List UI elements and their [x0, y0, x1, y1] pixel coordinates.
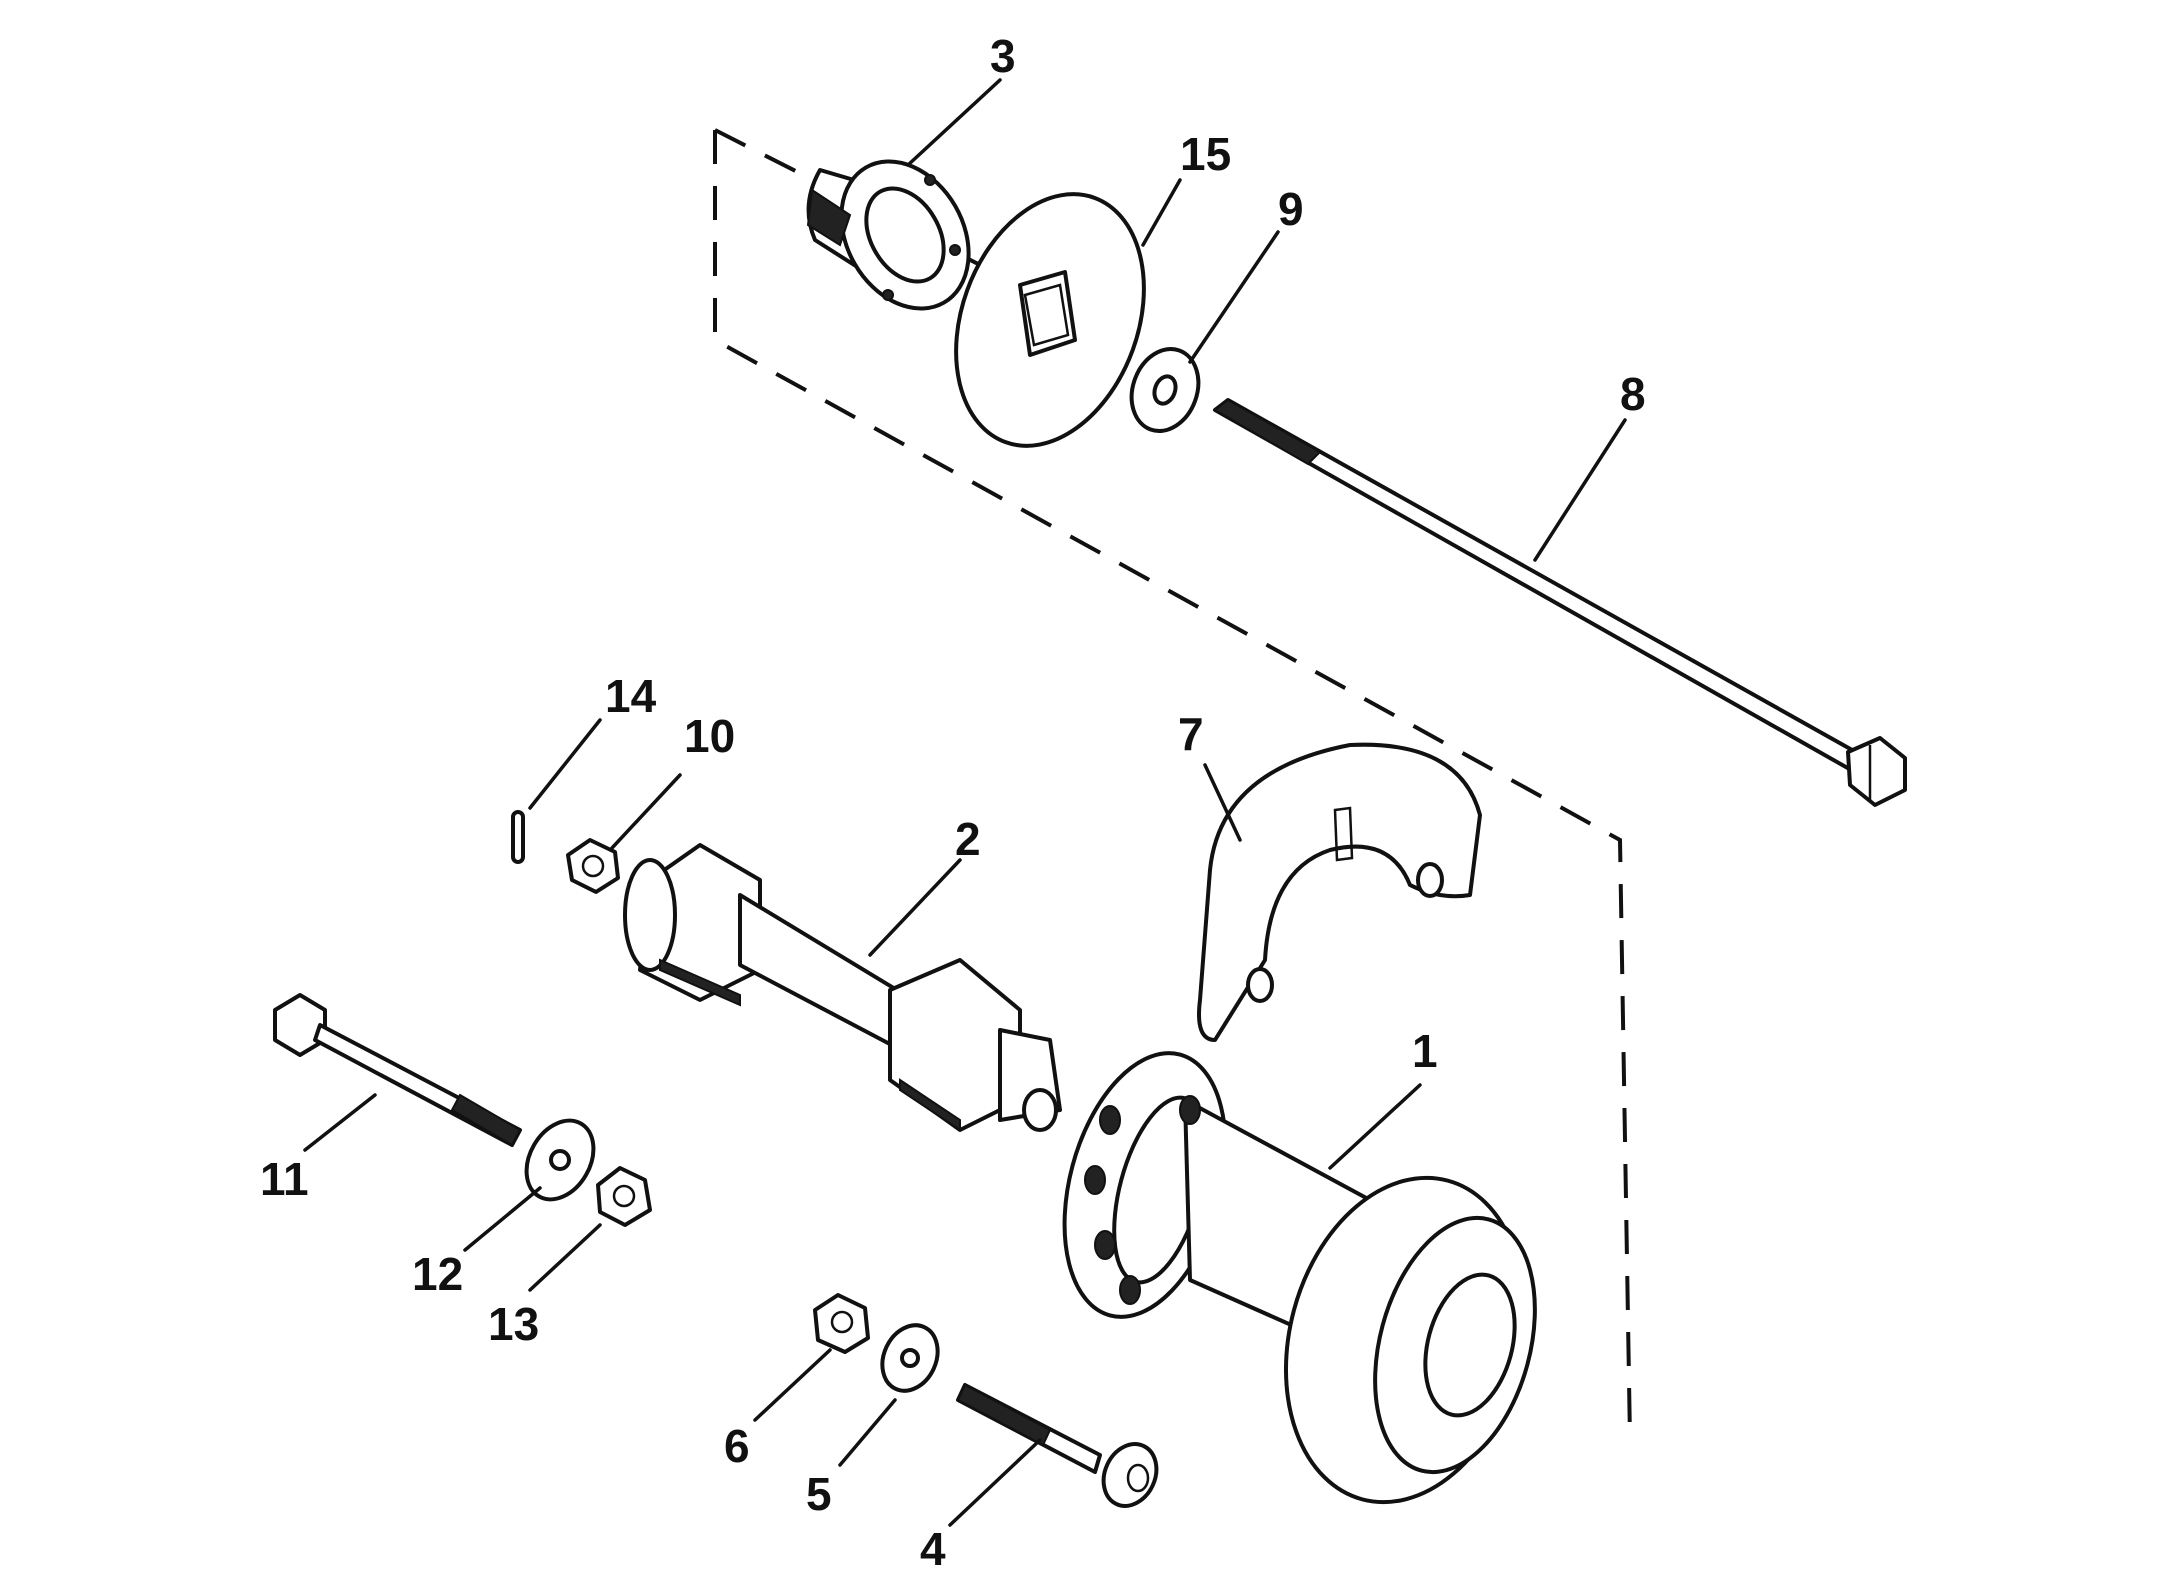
callout-12: 12: [412, 1248, 463, 1300]
leader-3: [906, 78, 1002, 167]
callout-6: 6: [724, 1420, 750, 1472]
part-6-nut: [813, 1293, 870, 1354]
leader-10: [610, 773, 682, 850]
callout-labels: 1 2 3 4 5 6 7 8 9 10 11 12 13 14 15: [260, 30, 1646, 1572]
leader-7: [1203, 763, 1242, 842]
callout-3: 3: [990, 30, 1016, 82]
part-1-puller-body: [1062, 1051, 1537, 1505]
part-8-long-bolt: [1213, 398, 1907, 807]
part-3-collet: [806, 159, 971, 311]
part-4-socket-screw: [956, 1383, 1159, 1508]
part-13-nut: [596, 1166, 652, 1227]
leader-6: [753, 1348, 832, 1422]
callout-11: 11: [260, 1153, 309, 1205]
leader-4: [948, 1438, 1042, 1527]
leader-14: [528, 718, 602, 810]
part-11-bolt: [273, 993, 522, 1147]
callout-2: 2: [955, 813, 981, 865]
part-2-puller-shaft: [623, 843, 1062, 1132]
leader-lines: [303, 78, 1627, 1527]
leader-5: [838, 1398, 897, 1467]
part-12-washer: [524, 1118, 596, 1202]
leader-13: [528, 1223, 602, 1292]
callout-9: 9: [1278, 183, 1304, 235]
leader-15: [1141, 178, 1182, 247]
leader-9: [1188, 230, 1280, 364]
part-15-plate: [954, 192, 1146, 448]
leader-2: [868, 858, 962, 957]
part-5-washer: [880, 1323, 940, 1393]
callout-5: 5: [806, 1468, 832, 1520]
callout-14: 14: [605, 670, 657, 722]
callout-1: 1: [1412, 1025, 1438, 1077]
callout-10: 10: [684, 710, 735, 762]
leader-12: [463, 1186, 542, 1252]
callout-15: 15: [1180, 128, 1231, 180]
part-9-washer: [1129, 347, 1201, 433]
part-14-cotter-pin: [511, 810, 525, 864]
callout-13: 13: [488, 1298, 539, 1350]
callout-7: 7: [1178, 708, 1204, 760]
leader-8: [1533, 418, 1627, 562]
callout-4: 4: [920, 1523, 946, 1572]
callout-8: 8: [1620, 368, 1646, 420]
leader-1: [1328, 1083, 1422, 1170]
leader-11: [303, 1093, 377, 1152]
part-10-nut: [566, 838, 620, 894]
part-7-bracket: [1197, 742, 1482, 1042]
